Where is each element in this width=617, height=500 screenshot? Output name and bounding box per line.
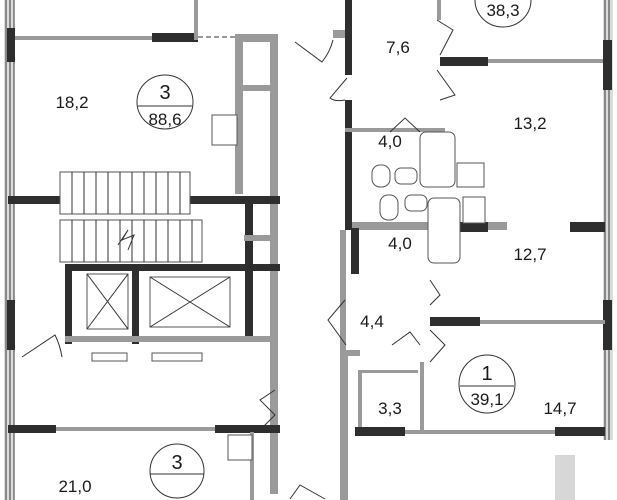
apartment-area: 38,3 [486,1,519,20]
room-area-label: 21,0 [58,477,91,496]
room-area-label: 14,7 [543,399,576,418]
apartment-badge-1-39: 1 39,1 [458,354,516,414]
elevator-shafts [86,273,231,362]
toilet-icon [379,194,399,221]
bathtub-icon [427,197,461,264]
sink-icon [456,162,485,188]
room-area-label: 12,7 [513,245,546,264]
room-area-label: 13,2 [513,114,546,133]
toilet-icon [371,164,391,188]
apartment-badge-3-bottom: 3 [149,443,205,499]
room-area-label: 3,3 [378,399,402,418]
room-area-label: 4,0 [388,234,412,253]
apartment-rooms: 1 [481,363,492,385]
sink-icon [227,434,253,461]
doors [21,19,456,500]
washbasin-icon [404,194,428,212]
plumbing-fixtures [211,114,486,461]
exterior-wall-right [555,0,613,500]
room-area-label: 18,2 [55,93,88,112]
room-area-label: 4,0 [378,132,402,151]
apartment-badge-3-88: 3 88,6 [136,74,194,130]
bathtub-icon [419,131,456,188]
room-area-label: 7,6 [386,38,410,57]
apartment-rooms: 3 [159,82,170,104]
washbasin-icon [394,167,418,185]
apartment-badge-38: 38,3 [474,0,532,28]
sink-icon [211,114,238,146]
exterior-wall-left [4,0,15,500]
apartment-rooms: 3 [171,452,182,474]
apartment-area: 39,1 [470,390,503,409]
sink-icon [462,196,486,224]
staircase [59,171,203,263]
room-area-label: 4,4 [360,312,384,331]
apartment-area: 88,6 [148,110,181,129]
